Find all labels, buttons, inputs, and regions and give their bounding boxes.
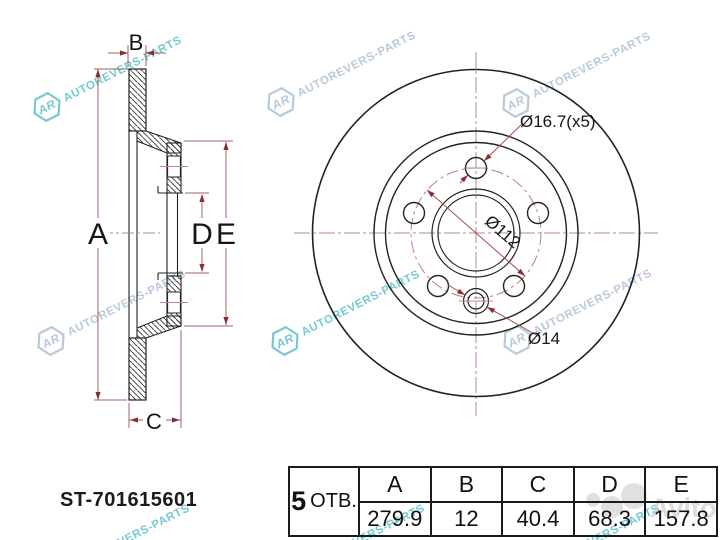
bolt-hole xyxy=(502,274,526,298)
table-value: 68.3 xyxy=(588,506,631,531)
hub-flange-circle xyxy=(384,141,568,325)
front-view: Ø16.7(x5) Ø112 Ø14 xyxy=(294,52,658,416)
table-value: 157.8 xyxy=(653,506,709,531)
part-number: ST-701615601 xyxy=(60,489,198,511)
dimension-b: B xyxy=(108,30,166,66)
table-column-e: E 157.8 xyxy=(644,468,716,535)
brand-watermarks: AR AUTOREVERS-PARTS AR AUTOREVERS-PARTS … xyxy=(33,29,662,540)
holes-unit: ОТВ. xyxy=(310,490,357,512)
annotation-bolt-holes: Ø16.7(x5) xyxy=(459,112,596,184)
holes-count-cell: 5 ОТВ. xyxy=(290,468,360,535)
annotation-locating-hole: Ø14 xyxy=(447,284,560,348)
dim-e-label: E xyxy=(216,218,236,251)
friction-ring-bottom-section xyxy=(128,337,147,401)
hat-shoulder-circle xyxy=(373,130,579,336)
bolt-hole xyxy=(426,274,450,298)
bolt-hole xyxy=(402,201,426,225)
center-bore-circle xyxy=(437,194,515,272)
table-column-d: D 68.3 xyxy=(572,468,645,535)
hexagon-logo-icon xyxy=(33,92,61,122)
brand-watermark-logo: AR AUTOREVERS-PARTS xyxy=(503,267,654,355)
table-column-b: B 12 xyxy=(429,468,502,535)
dimension-e: E xyxy=(184,140,238,327)
brand-watermark-logo: AR AUTOREVERS-PARTS xyxy=(267,29,418,117)
table-column-c: C 40.4 xyxy=(501,468,573,535)
table-value: 40.4 xyxy=(516,506,560,531)
dim-c-label: C xyxy=(146,409,162,434)
dimension-a: A xyxy=(86,68,127,401)
table-value: 279.9 xyxy=(367,506,423,531)
hexagon-logo-icon xyxy=(502,88,530,118)
hexagon-logo-icon xyxy=(271,326,299,356)
table-value: 12 xyxy=(454,506,479,531)
svg-text:AUTOREVERS-PARTS: AUTOREVERS-PARTS xyxy=(531,30,653,100)
bolt-hole xyxy=(526,201,550,225)
brand-watermark-logo: AR AUTOREVERS-PARTS xyxy=(271,268,422,356)
photo-service-label: Avito xyxy=(650,493,717,523)
locating-hole-label: Ø14 xyxy=(528,329,560,348)
hexagon-logo-icon xyxy=(267,87,295,117)
table-column-a: A 279.9 xyxy=(360,468,430,535)
section-centerlines xyxy=(101,166,188,303)
brand-watermark-logo: AR AUTOREVERS-PARTS xyxy=(502,30,653,118)
hole-tick-lines xyxy=(459,167,493,302)
hexagon-logo-icon xyxy=(503,325,531,355)
dim-b-label: B xyxy=(129,30,144,55)
hexagon-logo-icon xyxy=(37,326,65,356)
disc-circles xyxy=(311,68,641,398)
cross-section-view: A B C xyxy=(86,30,238,434)
table-header: B xyxy=(431,468,502,503)
dimension-c: C xyxy=(128,330,182,434)
section-edge-lines xyxy=(128,131,183,338)
brand-watermark-logo: AR AUTOREVERS-PARTS xyxy=(33,34,184,122)
table-header: E xyxy=(646,468,716,503)
dim-d-label: D xyxy=(191,218,213,251)
dimension-table: 5 ОТВ. A 279.9 B 12 C 40.4 D 68.3 E 157.… xyxy=(288,466,718,537)
table-header: C xyxy=(503,468,573,503)
friction-ring-top-section xyxy=(128,68,147,132)
holes-count: 5 xyxy=(291,486,307,516)
table-header: D xyxy=(574,468,645,503)
dim-a-label: A xyxy=(88,218,108,251)
dimension-d: D xyxy=(185,192,214,274)
bolt-holes-label: Ø16.7(x5) xyxy=(520,112,596,131)
table-header: A xyxy=(360,468,430,503)
disc-outer-circle xyxy=(311,68,641,398)
front-view-centerlines xyxy=(294,52,658,416)
watermark-circle-icon xyxy=(586,493,600,507)
svg-text:AUTOREVERS-PARTS: AUTOREVERS-PARTS xyxy=(300,268,422,338)
center-bore-chamfer-circle xyxy=(431,188,521,278)
